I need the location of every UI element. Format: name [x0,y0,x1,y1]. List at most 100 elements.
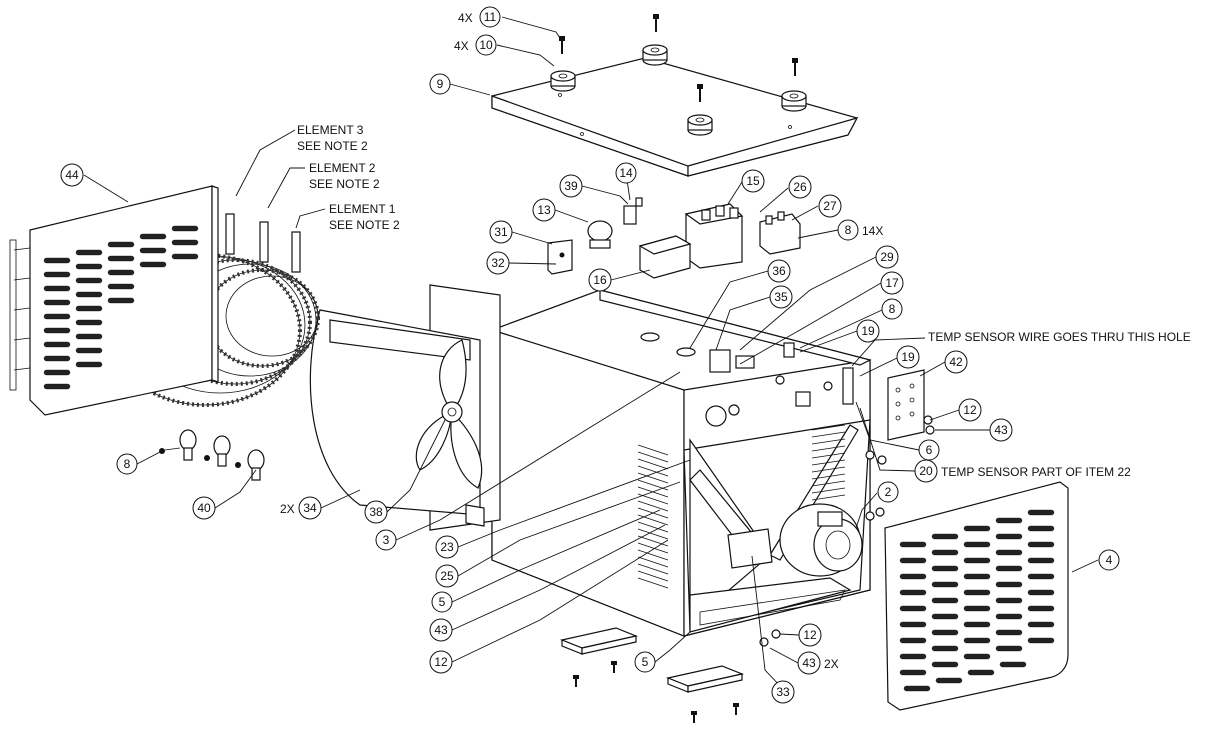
svg-text:42: 42 [949,355,963,369]
note-element-1-line2: SEE NOTE 2 [329,218,400,232]
balloon-35: 35 [769,285,793,309]
relay [759,211,801,255]
svg-text:5: 5 [439,595,446,609]
svg-text:5: 5 [642,655,649,669]
balloon-5-left: 5 [431,591,453,613]
control-panel-parts [640,332,854,427]
svg-text:12: 12 [803,628,817,642]
balloon-19-lower: 19 [896,345,920,369]
svg-text:33: 33 [776,685,790,699]
svg-text:40: 40 [197,501,211,515]
svg-text:3: 3 [383,533,390,547]
svg-text:2: 2 [885,485,892,499]
svg-text:14: 14 [619,166,633,180]
svg-text:43: 43 [434,623,448,637]
note-element-1-line1: ELEMENT 1 [329,202,396,216]
note-element-3-line2: SEE NOTE 2 [297,139,368,153]
balloon-31: 31 [489,220,513,244]
balloon-44: 44 [60,163,84,187]
balloon-12-bottom: 12 [798,623,822,647]
balloon-15: 15 [741,169,765,193]
svg-text:25: 25 [440,569,454,583]
balloon-8-top: 8 [837,219,859,241]
balloon-29: 29 [875,245,899,269]
svg-text:11: 11 [484,10,497,24]
balloon-43-right: 43 [989,418,1013,442]
svg-text:19: 19 [901,350,915,364]
balloon-12-left: 12 [429,650,453,674]
svg-text:38: 38 [369,505,383,519]
note-temp-sensor-part: TEMP SENSOR PART OF ITEM 22 [941,465,1131,479]
balloon-17: 17 [880,271,904,295]
svg-text:36: 36 [772,264,786,278]
svg-text:44: 44 [65,168,79,182]
balloon-3: 3 [375,529,397,551]
balloon-39: 39 [559,174,583,198]
balloon-6: 6 [918,439,940,461]
svg-text:35: 35 [774,290,788,304]
svg-text:8: 8 [889,302,896,316]
balloon-14: 14 [615,162,637,184]
balloon-5-bottom: 5 [634,651,656,673]
balloon-43-left: 43 [429,618,453,642]
qty-label-8: 14X [862,224,883,238]
svg-text:43: 43 [994,423,1008,437]
right-grille [884,481,1069,711]
motor [779,503,863,577]
balloon-38: 38 [364,500,388,524]
balloon-42: 42 [944,350,968,374]
blower-scroll [309,284,501,531]
leader-lines [83,16,1099,690]
svg-text:39: 39 [564,179,578,193]
top-cover [491,57,859,177]
balloon-20: 20 [914,459,938,483]
rubber-feet [550,44,807,136]
balloon-9: 9 [429,73,451,95]
balloon-27: 27 [818,194,842,218]
balloon-19-upper: 19 [856,319,880,343]
balloon-43-bottom: 43 [797,651,821,675]
svg-text:9: 9 [437,77,444,91]
transformer [638,235,692,279]
small-switch [623,197,643,225]
balloon-2: 2 [877,481,899,503]
balloon-33: 33 [771,680,795,704]
balloon-8-left: 8 [116,453,138,475]
balloon-23: 23 [435,535,459,559]
balloon-25: 25 [435,564,459,588]
qty-label-43: 2X [824,657,839,671]
svg-text:12: 12 [963,403,977,417]
qty-label-10: 4X [454,39,469,53]
svg-text:10: 10 [479,38,493,52]
coil-clamps [159,429,265,481]
svg-text:23: 23 [440,540,454,554]
svg-text:19: 19 [861,324,875,338]
balloon-34: 34 [298,496,322,520]
note-element-3-line1: ELEMENT 3 [297,123,364,137]
svg-text:4: 4 [1106,553,1113,567]
qty-label-11: 4X [458,11,473,25]
balloon-12-right: 12 [958,398,982,422]
balloon-13: 13 [532,198,556,222]
svg-text:8: 8 [124,457,131,471]
bracket [547,239,573,275]
note-element-2-line1: ELEMENT 2 [309,161,376,175]
balloon-16: 16 [588,268,612,292]
balloon-11: 11 [479,6,501,28]
cover-screws [559,14,798,102]
balloon-40: 40 [192,496,216,520]
svg-text:34: 34 [303,501,317,515]
left-grille [9,185,219,416]
svg-text:31: 31 [494,225,508,239]
balloon-26: 26 [788,175,812,199]
note-element-2-line2: SEE NOTE 2 [309,177,380,191]
bottom-feet [559,627,745,723]
terminal-strip [887,369,925,441]
balloon-8-mid: 8 [881,298,903,320]
note-temp-sensor-wire: TEMP SENSOR WIRE GOES THRU THIS HOLE [928,330,1191,344]
balloon-10: 10 [475,34,497,56]
svg-text:29: 29 [880,250,894,264]
svg-text:13: 13 [537,203,551,217]
svg-text:16: 16 [593,273,607,287]
